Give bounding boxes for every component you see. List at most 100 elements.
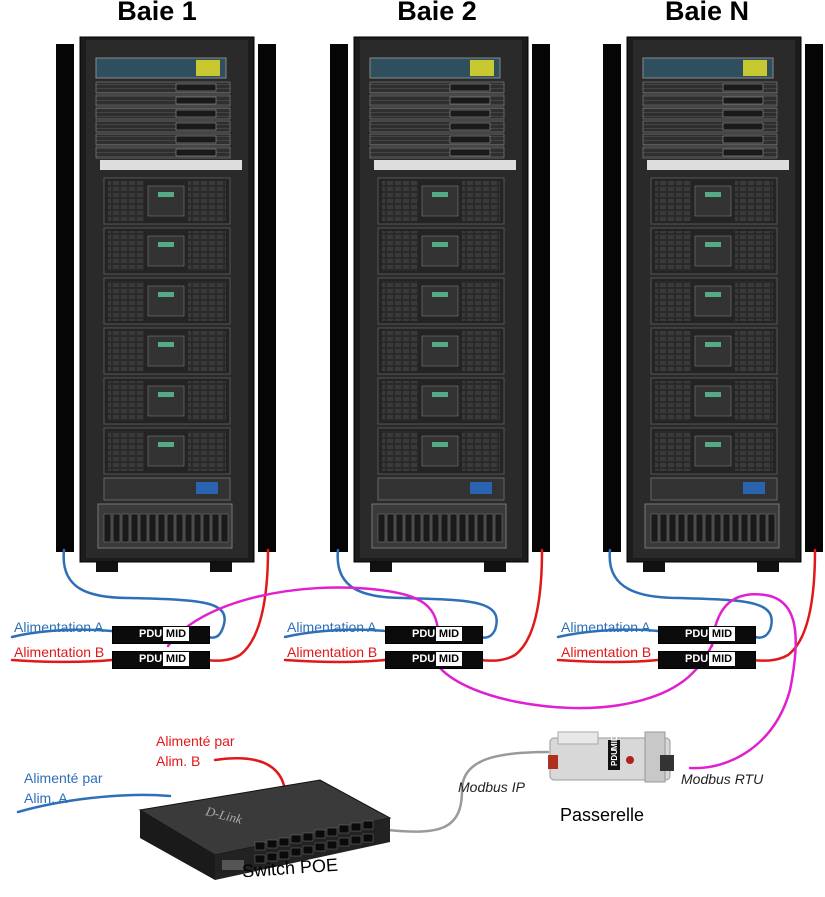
modbus-ip-label: Modbus IP bbox=[458, 779, 525, 795]
rack-server-1u bbox=[369, 94, 505, 107]
blade-fan-grid bbox=[382, 231, 418, 271]
blade-fan-grid bbox=[108, 381, 144, 421]
rackn-feed-a-cable bbox=[608, 548, 773, 639]
rack-server-1u bbox=[95, 107, 231, 120]
server-drive-bay bbox=[175, 135, 217, 144]
rack-foot bbox=[96, 562, 118, 572]
blade-fan-grid bbox=[108, 331, 144, 371]
disk-slot bbox=[211, 513, 220, 543]
blade-fan-grid bbox=[655, 231, 691, 271]
blade-fan-grid bbox=[735, 331, 773, 371]
rack2-feed-b-label: Alimentation B bbox=[287, 644, 378, 660]
blade-indicator bbox=[158, 192, 174, 197]
blade-fan-grid bbox=[188, 231, 226, 271]
gateway-badge-pdu: PDU bbox=[610, 749, 619, 766]
pdu-label: PDU bbox=[139, 628, 163, 640]
rack-server-1u bbox=[642, 107, 778, 120]
server-drive-bay bbox=[722, 122, 764, 131]
pdu-label: PDU bbox=[685, 653, 709, 665]
server-drive-bay bbox=[722, 109, 764, 118]
disk-slot bbox=[767, 513, 776, 543]
modbus-gateway: PDU MID bbox=[548, 731, 674, 783]
rack-2 bbox=[330, 36, 550, 572]
server-drive-bay bbox=[449, 148, 491, 157]
rack-title-2: Baie 2 bbox=[397, 0, 477, 26]
disk-slot bbox=[148, 513, 157, 543]
pdu-label: PDU bbox=[685, 628, 709, 640]
disk-slot bbox=[395, 513, 404, 543]
blade-module bbox=[421, 285, 459, 317]
switch-powered-b-line2: Alim. B bbox=[156, 753, 201, 769]
mid-label: MID bbox=[436, 652, 462, 666]
disk-slot bbox=[722, 513, 731, 543]
disk-slot bbox=[740, 513, 749, 543]
blade-module bbox=[694, 285, 732, 317]
blade-indicator bbox=[432, 292, 448, 297]
server-drive-bay bbox=[175, 83, 217, 92]
modbus-rtu-chain-n-gateway bbox=[688, 592, 797, 770]
disk-slot bbox=[677, 513, 686, 543]
disk-slot bbox=[650, 513, 659, 543]
ethernet-cable bbox=[386, 750, 550, 833]
blade-fan-grid bbox=[655, 181, 691, 221]
disk-slot bbox=[175, 513, 184, 543]
server-drive-bay bbox=[175, 96, 217, 105]
disk-slot bbox=[112, 513, 121, 543]
rack1-feed-b-label: Alimentation B bbox=[14, 644, 105, 660]
disk-slot bbox=[386, 513, 395, 543]
blade-module bbox=[147, 335, 185, 367]
blade-indicator bbox=[158, 442, 174, 447]
blade-module bbox=[421, 185, 459, 217]
disk-slot bbox=[731, 513, 740, 543]
blade-module bbox=[421, 335, 459, 367]
blade-fan-grid bbox=[382, 431, 418, 471]
disk-slot bbox=[749, 513, 758, 543]
blade-fan-grid bbox=[108, 281, 144, 321]
blade-module bbox=[694, 335, 732, 367]
rack-title-1: Baie 1 bbox=[117, 0, 197, 26]
modbus-rtu-chain-1-2 bbox=[166, 586, 440, 648]
rack-server-1u bbox=[369, 120, 505, 133]
rack-network-switch bbox=[369, 57, 501, 79]
pdu-label: PDU bbox=[412, 653, 436, 665]
racks-group bbox=[56, 36, 823, 572]
disk-slot bbox=[485, 513, 494, 543]
rack-title-n: Baie N bbox=[664, 0, 750, 26]
pdu-label: PDU bbox=[412, 628, 436, 640]
blade-fan-grid bbox=[108, 231, 144, 271]
blade-indicator bbox=[705, 342, 721, 347]
blade-module bbox=[147, 435, 185, 467]
blade-indicator bbox=[158, 242, 174, 247]
storage-display bbox=[196, 482, 218, 494]
rack-server-1u bbox=[95, 120, 231, 133]
disk-slot bbox=[713, 513, 722, 543]
rack-server-1u bbox=[642, 146, 778, 159]
blade-fan-grid bbox=[188, 331, 226, 371]
blade-fan-grid bbox=[462, 381, 500, 421]
server-drive-bay bbox=[175, 122, 217, 131]
blade-module bbox=[694, 185, 732, 217]
blade-indicator bbox=[158, 392, 174, 397]
disk-slot bbox=[184, 513, 193, 543]
rack-server-1u bbox=[642, 81, 778, 94]
rack-shelf bbox=[647, 160, 789, 170]
rack1-feed-b-cable bbox=[203, 548, 270, 662]
blade-fan-grid bbox=[462, 231, 500, 271]
rack-server-1u bbox=[642, 133, 778, 146]
blade-fan-grid bbox=[735, 381, 773, 421]
rack-shelf bbox=[374, 160, 516, 170]
disk-slot bbox=[449, 513, 458, 543]
server-drive-bay bbox=[175, 148, 217, 157]
blade-fan-grid bbox=[655, 331, 691, 371]
rack-1 bbox=[56, 36, 276, 572]
pdu-label: PDU bbox=[139, 653, 163, 665]
blade-module bbox=[147, 385, 185, 417]
disk-slot bbox=[758, 513, 767, 543]
blade-module bbox=[421, 435, 459, 467]
switch-led-panel bbox=[222, 860, 244, 870]
rack-server-1u bbox=[369, 133, 505, 146]
